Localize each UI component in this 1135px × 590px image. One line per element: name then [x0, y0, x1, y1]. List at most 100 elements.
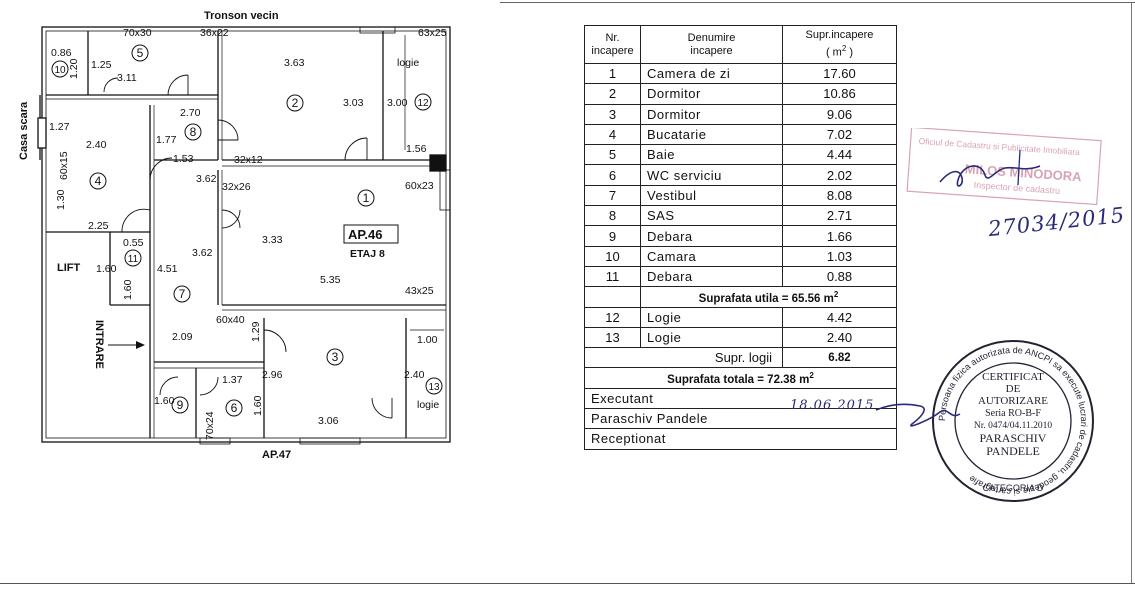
room-name-cell: Logie — [640, 306, 783, 328]
door-swings — [103, 74, 393, 419]
dim-label: 60x15 — [58, 151, 70, 180]
dim-label: 1.27 — [49, 121, 70, 133]
dim-label: 36x22 — [200, 27, 229, 39]
stamp-inspector-role: Inspector de cadastru — [973, 180, 1060, 196]
room-area-cell: 2.71 — [782, 205, 897, 227]
room-name-cell: Dormitor — [640, 103, 783, 125]
entrance-label: INTRARE — [93, 320, 105, 369]
room-number: 8 — [190, 125, 197, 139]
room-name-cell: Logie — [640, 326, 783, 349]
dim-label: 70x24 — [204, 411, 216, 440]
dim-label: 70x30 — [123, 27, 152, 39]
header-room-number: Nr.incapere — [584, 25, 641, 64]
header-text: 2 — [841, 44, 847, 54]
loggia-total-label: Supr. logii — [584, 347, 783, 369]
room-number-cell: 9 — [584, 225, 641, 247]
room-number-cell: 11 — [584, 265, 641, 288]
dim-label: 3.62 — [192, 247, 213, 259]
neighbor-section-label: Tronson vecin — [204, 10, 279, 22]
room-name-cell: Bucatarie — [640, 123, 783, 146]
loggia-total-value: 6.82 — [782, 347, 897, 369]
dim-label: 2.25 — [88, 220, 109, 232]
sheet-border-bottom — [0, 583, 1135, 584]
dim-label: 3.00 — [387, 97, 408, 109]
room-number: 12 — [417, 98, 429, 109]
room-number-cell: 1 — [584, 62, 641, 85]
header-text: incapere — [690, 44, 733, 57]
dim-label: 1.77 — [156, 134, 177, 146]
header-text: Denumire — [687, 31, 736, 44]
room-area-cell: 8.08 — [782, 184, 897, 207]
room-name-cell: SAS — [640, 205, 783, 227]
room-number: 3 — [332, 350, 339, 364]
lift-label: LIFT — [57, 262, 80, 274]
dim-label: 63x25 — [418, 27, 447, 39]
room-number-circles — [51, 44, 443, 417]
dim-label: 5.35 — [320, 274, 341, 286]
room-number: 9 — [177, 398, 184, 412]
room-number-cell: 10 — [584, 245, 641, 267]
dim-label: 0.55 — [123, 237, 144, 249]
loggia-13-label: logie — [417, 399, 439, 411]
dim-label: 60x23 — [405, 180, 434, 192]
unit-exponent: 2 — [809, 370, 814, 380]
room-area-cell: 1.03 — [782, 245, 897, 267]
receptionat-row: Receptionat — [584, 428, 897, 450]
dim-label: 2.96 — [262, 369, 283, 381]
staircase-label: Casa scara — [18, 101, 30, 160]
room-area-cell: 2.02 — [782, 164, 897, 186]
seal-line: Seria RO-B-F — [985, 408, 1041, 419]
room-number: 7 — [179, 287, 186, 301]
apartment-number: AP.46 — [348, 227, 382, 242]
seal-line: DE — [1006, 383, 1021, 395]
dim-label: 0.86 — [51, 47, 72, 59]
room-number: 10 — [54, 65, 66, 76]
stamp-office-text: Oficiul de Cadastru si Publicitate Imobi… — [918, 136, 1080, 157]
room-number-cell: 3 — [584, 103, 641, 125]
useful-area-text: Suprafata utila = 65.56 m — [698, 292, 834, 305]
dim-label: 1.30 — [55, 189, 67, 210]
plan-dimensions: 70x30 36x22 63x25 0.86 1.20 1.25 3.11 3.… — [49, 27, 447, 440]
dim-label: 1.60 — [122, 279, 134, 300]
room-number-cell: 5 — [584, 144, 641, 166]
room-name-cell: Camera de zi — [640, 62, 783, 85]
room-name-cell: Debara — [640, 265, 783, 288]
room-number: 13 — [428, 382, 440, 393]
dim-label: 1.60 — [154, 395, 175, 407]
apartment-below-label: AP.47 — [262, 449, 291, 461]
total-area-row: Suprafata totala = 72.38 m2 — [584, 367, 897, 389]
dim-label: 2.40 — [404, 369, 425, 381]
floor-plan: Tronson vecin Casa scara LIFT INTRARE AP… — [18, 10, 451, 461]
header-room-area: Supr.incapere( m2 ) — [782, 25, 897, 64]
seal-line: PANDELE — [986, 444, 1040, 458]
sheet-border-top — [500, 2, 1135, 3]
entrance-arrow — [108, 341, 145, 349]
room-number-cell: 7 — [584, 184, 641, 207]
dim-label: 60x40 — [216, 314, 245, 326]
dim-label: 2.40 — [86, 139, 107, 151]
room-numbers: 1 2 3 4 5 6 7 8 9 10 11 12 13 — [54, 46, 440, 415]
header-text: Nr. — [605, 31, 620, 44]
dim-label: 32x12 — [234, 154, 263, 166]
dim-label: 3.62 — [196, 173, 217, 185]
room-number: 11 — [128, 254, 139, 265]
dim-label: 32x26 — [222, 181, 251, 193]
room-area-cell: 10.86 — [782, 83, 897, 105]
dim-label: 3.63 — [284, 57, 305, 69]
room-area-cell: 0.88 — [782, 265, 897, 288]
executant-date: 18.06 2015 — [790, 398, 875, 413]
total-area-text: Suprafata totala = 72.38 m — [667, 373, 810, 386]
room-area-cell: 4.44 — [782, 144, 897, 166]
